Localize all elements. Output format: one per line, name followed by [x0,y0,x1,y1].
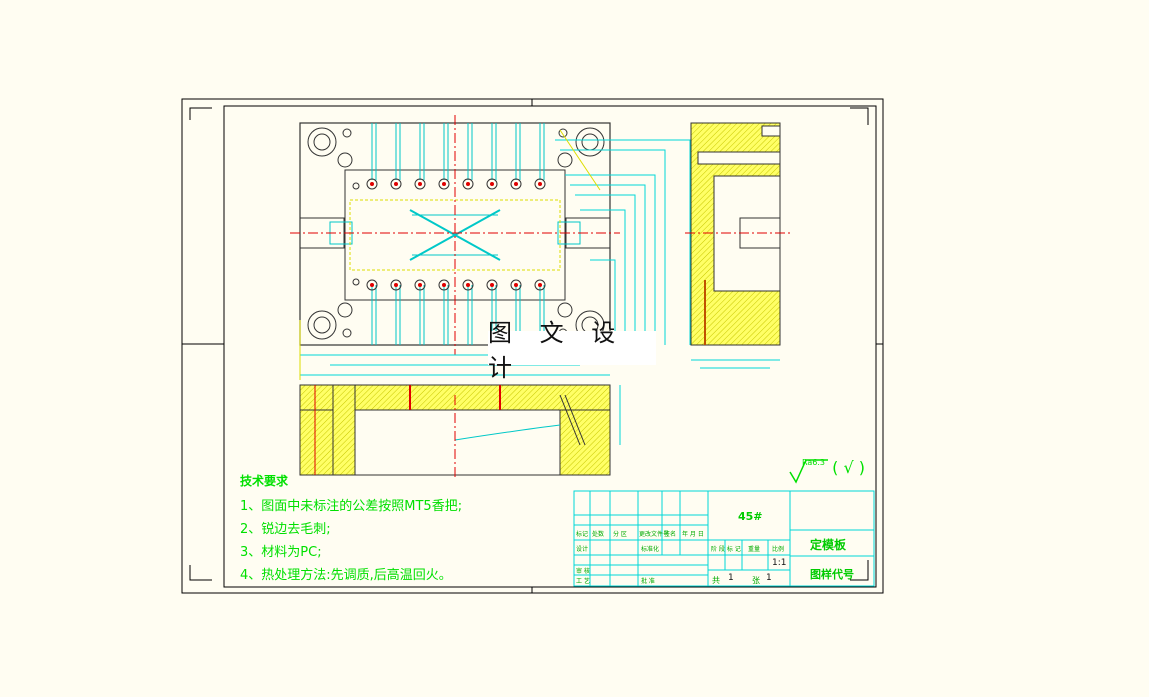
material-value: 45# [738,510,763,523]
title-block [573,490,875,587]
row-label-date: 年 月 日 [682,531,704,538]
design-label: 设计 [576,546,589,553]
ratio-label: 比例 [772,546,785,553]
sheet-frame [181,98,884,594]
stage-label: 阶 段 标 记 [711,546,741,553]
sheet-label: 张 [752,576,760,585]
sheet-num: 1 [766,573,772,583]
side-view [685,122,790,369]
roughness-value: Ra6.3 [802,458,826,467]
drawing-code: 图样代号 [810,568,854,581]
sheet-total: 1 [728,573,734,583]
process-label: 工 艺 [576,578,590,585]
roughness-symbol [789,459,828,484]
row-label-change: 更改文件号 [639,531,670,538]
scale-value: 1:1 [772,558,787,568]
sheet-total-label: 共 [712,576,720,585]
row-label-sign: 签名 [664,531,677,538]
roughness-label: Ra6.3 ( √ ) [790,458,865,477]
roughness-check: ( √ ) [832,458,865,477]
standardization-label: 标准化 [641,546,660,553]
part-name: 定模板 [810,538,847,552]
row-label-mark: 标记 [576,531,589,538]
tech-requirements-title: 技术要求 [240,474,289,488]
tech-requirement-1: 1、图面中未标注的公差按照MT5香把; [240,499,463,514]
row-label-count: 处数 [592,531,605,538]
watermark: 图 文 设 计 [488,319,656,382]
tech-requirement-2: 2、锐边去毛刺; [240,522,331,537]
tech-requirement-4: 4、热处理方法:先调质,后高温回火。 [240,568,452,583]
approved-label: 批 准 [641,578,655,585]
row-label-zone: 分 区 [613,531,627,538]
front-section-view [299,384,621,480]
tech-requirement-3: 3、材料为PC; [240,545,322,560]
review-label: 审 核 [576,568,590,575]
weight-label: 重量 [748,546,761,553]
